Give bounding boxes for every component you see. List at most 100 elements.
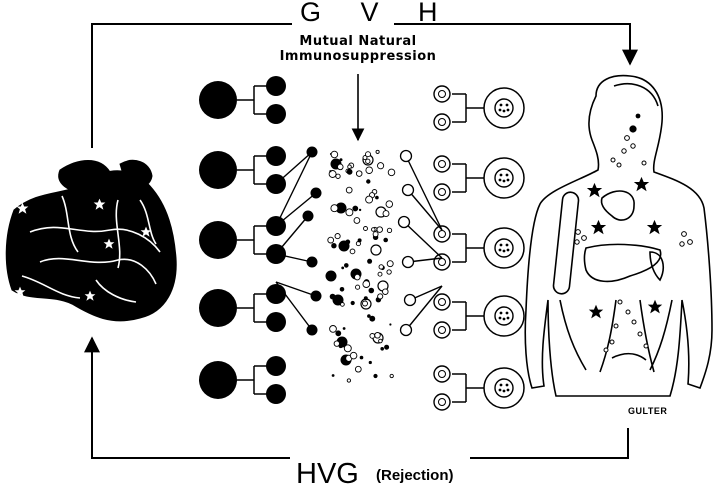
effector-cell — [399, 323, 413, 337]
particle — [376, 226, 383, 233]
stem-cell-nucleus — [494, 238, 514, 258]
branch-line — [237, 365, 268, 395]
ring-cell — [370, 244, 382, 256]
effector-cell — [310, 187, 322, 199]
hvg-arrow — [84, 336, 629, 459]
donor-lymphocyte-lineage — [199, 76, 322, 404]
daughter-cell-nucleus — [438, 258, 446, 266]
chromatin-dot — [502, 317, 506, 321]
effector-cell — [306, 256, 318, 268]
dark-cell — [325, 270, 337, 282]
particle — [328, 170, 337, 178]
star-icon — [590, 219, 607, 235]
particle — [386, 260, 394, 268]
chromatin-dot — [506, 316, 510, 320]
daughter-cell-nucleus — [438, 188, 446, 196]
particle — [363, 296, 368, 301]
particle — [347, 164, 352, 169]
particle — [350, 300, 355, 306]
daughter-cell-nucleus — [438, 230, 446, 238]
particle — [339, 158, 343, 162]
daughter-cell — [266, 284, 286, 304]
effector-cell — [310, 290, 322, 302]
branch-line — [452, 373, 484, 403]
hvg-label: HVG — [296, 458, 359, 490]
gvh-label: G V H — [300, 0, 454, 27]
particle — [375, 149, 380, 154]
daughter-cell-nucleus — [438, 326, 446, 334]
particle — [363, 226, 368, 231]
particle — [344, 263, 349, 268]
particle — [385, 200, 394, 208]
daughter-cell-nucleus — [438, 370, 446, 378]
particle — [362, 280, 371, 288]
particle — [329, 293, 336, 300]
chromatin-dot — [499, 173, 503, 177]
particle — [384, 344, 390, 350]
branch-line — [237, 155, 268, 185]
particle — [389, 373, 394, 379]
effector-link — [275, 151, 313, 185]
particle — [373, 373, 378, 379]
mutual-immunosuppression-caption: Mutual Natural Immunosuppression — [279, 34, 437, 64]
effector-cell — [306, 146, 318, 158]
chromatin-dot — [506, 388, 510, 392]
particle — [354, 273, 361, 281]
effector-cell — [306, 324, 318, 336]
particle — [365, 195, 374, 204]
effector-link — [403, 221, 443, 259]
effector-link — [275, 192, 317, 227]
daughter-cell — [266, 312, 286, 332]
particle — [369, 333, 376, 339]
particle — [365, 151, 371, 158]
chromatin-dot — [506, 248, 510, 252]
recipient-marker-dots — [629, 113, 641, 133]
daughter-cell — [266, 356, 286, 376]
effector-cell — [401, 255, 415, 269]
particle — [365, 166, 373, 174]
effector-cell — [399, 149, 413, 163]
star-icon — [647, 299, 663, 314]
effector-link — [407, 189, 443, 231]
particle — [362, 155, 368, 161]
recipient-lymph-nodes — [574, 135, 693, 353]
chromatin-dot — [505, 243, 509, 247]
gvh-arrow — [91, 23, 638, 148]
chromatin-dot — [499, 311, 503, 315]
particle — [378, 264, 384, 270]
daughter-cell-nucleus — [438, 160, 446, 168]
particle — [387, 168, 396, 177]
chromatin-dot — [499, 383, 503, 387]
star-icon — [586, 182, 603, 198]
particle — [349, 248, 356, 255]
particle — [367, 258, 373, 264]
star-icon — [633, 176, 650, 192]
branch-line — [452, 163, 484, 193]
particle — [343, 344, 352, 353]
stem-cell — [199, 151, 237, 189]
effector-link — [275, 281, 317, 297]
particle — [380, 347, 385, 351]
particle — [345, 186, 353, 194]
particle — [329, 325, 337, 333]
stem-cell-nucleus — [494, 378, 514, 398]
stem-cell — [199, 221, 237, 259]
artist-signature: GULTER — [628, 406, 668, 416]
particle — [358, 208, 362, 212]
chromatin-dot — [498, 178, 502, 182]
chromatin-dot — [505, 383, 509, 387]
mixed-cell-zone — [325, 149, 396, 383]
star-icon — [588, 304, 604, 319]
effector-cell — [401, 183, 415, 197]
particle — [386, 227, 393, 234]
stem-cell — [199, 289, 237, 327]
particle — [354, 365, 362, 373]
effector-link — [405, 155, 443, 231]
recipient-body-icon — [524, 74, 713, 397]
particle — [368, 287, 375, 294]
effector-link — [275, 281, 313, 331]
rejection-label: (Rejection) — [376, 467, 454, 484]
particle — [375, 195, 379, 200]
stem-cell-nucleus — [494, 168, 514, 188]
particle — [367, 314, 371, 318]
